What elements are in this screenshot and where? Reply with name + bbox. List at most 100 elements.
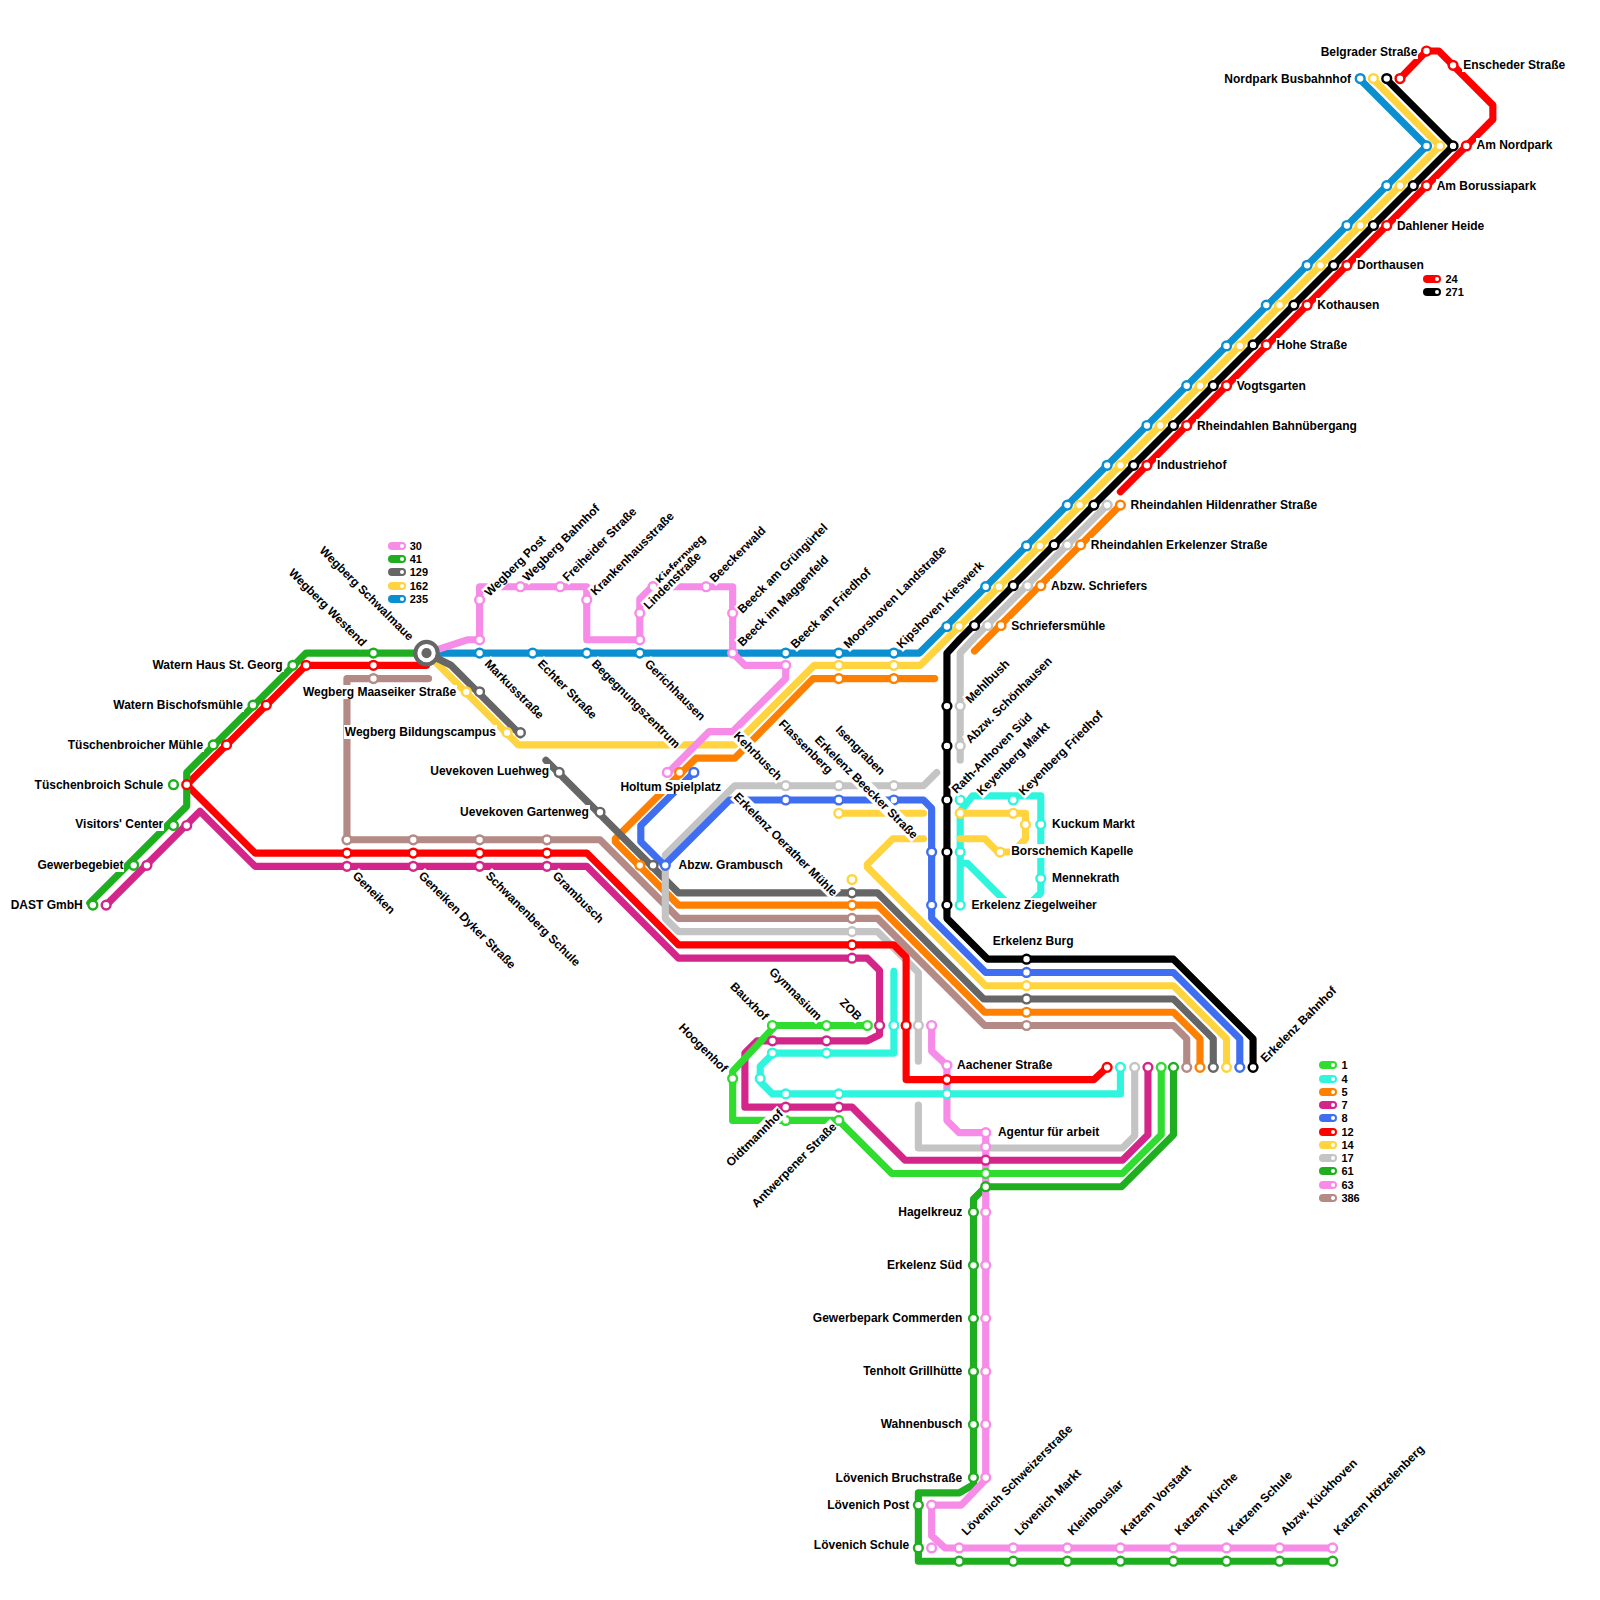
station-dot xyxy=(1369,74,1378,83)
station-dot xyxy=(1409,181,1418,190)
station-dot xyxy=(556,582,565,591)
station-dot xyxy=(543,849,552,858)
station-dot xyxy=(1369,221,1378,230)
route-line xyxy=(932,1026,1333,1548)
station-dot xyxy=(956,742,965,751)
station-label: Borschemich Kapelle xyxy=(1010,844,1134,858)
legend-swatch xyxy=(388,568,406,576)
station-dot xyxy=(914,1501,923,1510)
station-dot xyxy=(927,901,936,910)
station-dot xyxy=(1063,541,1072,550)
station-dot xyxy=(169,821,178,830)
station-label: Enscheder Straße xyxy=(1462,58,1566,72)
station-dot xyxy=(943,622,952,631)
station-dot xyxy=(369,674,378,683)
legend-swatch xyxy=(388,595,406,603)
station-dot xyxy=(956,702,965,711)
station-dot xyxy=(1103,461,1112,470)
station-dot xyxy=(981,1420,990,1429)
legend-swatch xyxy=(388,542,406,550)
route-line xyxy=(947,80,1453,1068)
station-dot xyxy=(969,1314,978,1323)
route-line xyxy=(1120,51,1492,492)
station-dot xyxy=(1063,1544,1072,1553)
station-label: Watern Haus St. Georg xyxy=(151,658,283,672)
station-dot xyxy=(1329,261,1338,270)
station-dot xyxy=(582,649,591,658)
station-dot xyxy=(475,635,484,644)
legend-dot xyxy=(1331,1103,1335,1107)
route-line xyxy=(187,665,1107,1079)
station-dot xyxy=(1116,1063,1125,1072)
station-dot xyxy=(1169,1063,1178,1072)
station-dot xyxy=(182,821,191,830)
station-dot xyxy=(969,1367,978,1376)
station-dot xyxy=(768,1036,777,1045)
station-dot xyxy=(848,927,857,936)
station-dot xyxy=(516,728,525,737)
station-dot xyxy=(1036,820,1045,829)
station-dot xyxy=(222,741,231,750)
station-dot xyxy=(1275,301,1284,310)
station-label: Lövenich Post xyxy=(826,1498,910,1512)
station-dot xyxy=(1156,421,1165,430)
station-dot xyxy=(1050,541,1059,550)
station-dot xyxy=(1089,501,1098,510)
legend-label: 386 xyxy=(1341,1192,1359,1204)
station-dot xyxy=(981,1208,990,1217)
station-dot xyxy=(1275,1544,1284,1553)
station-dot xyxy=(343,862,352,871)
station-dot xyxy=(995,582,1004,591)
station-dot xyxy=(1396,181,1405,190)
station-dot xyxy=(675,768,684,777)
station-dot xyxy=(1449,142,1458,151)
station-dot xyxy=(914,1544,923,1553)
station-dot xyxy=(409,835,418,844)
station-dot xyxy=(981,1169,990,1178)
legend-label: 63 xyxy=(1341,1179,1353,1191)
station-dot xyxy=(369,661,378,670)
station-dot xyxy=(1382,74,1391,83)
station-dot xyxy=(834,809,843,818)
station-dot xyxy=(1169,1544,1178,1553)
legend-swatch xyxy=(1319,1141,1337,1149)
station-dot xyxy=(1076,541,1085,550)
station-dot xyxy=(475,835,484,844)
station-dot xyxy=(943,848,952,857)
station-dot xyxy=(822,1036,831,1045)
station-label: Aachener Straße xyxy=(956,1058,1053,1072)
legend-label: 7 xyxy=(1341,1099,1347,1111)
station-label: Begegnungszentrum xyxy=(588,656,684,752)
station-dot xyxy=(169,780,178,789)
station-label: Tüschenbroich Schule xyxy=(34,778,165,792)
station-dot xyxy=(889,1021,898,1030)
station-dot xyxy=(834,674,843,683)
legend-dot xyxy=(1331,1116,1335,1120)
station-dot xyxy=(955,622,964,631)
station-dot xyxy=(834,1116,843,1125)
legend-label: 162 xyxy=(410,580,428,592)
station-label: Oidtmannhof xyxy=(722,1106,786,1170)
station-label: Wegberg Bildungscampus xyxy=(344,725,497,739)
station-label: Industriehof xyxy=(1156,458,1227,472)
station-dot xyxy=(249,701,258,710)
legend-label: 61 xyxy=(1341,1165,1353,1177)
legend-swatch xyxy=(1423,288,1441,296)
station-dot xyxy=(943,796,952,805)
station-label: Rheindahlen Bahnübergang xyxy=(1196,419,1358,433)
station-dot xyxy=(129,861,138,870)
station-dot xyxy=(834,796,843,805)
station-dot xyxy=(728,1074,737,1083)
station-dot xyxy=(981,1182,990,1191)
station-dot xyxy=(848,888,857,897)
legend-label: 17 xyxy=(1341,1152,1353,1164)
station-dot xyxy=(663,768,672,777)
station-dot xyxy=(1129,461,1138,470)
station-label: Erkelenz Bahnhof xyxy=(1257,983,1340,1066)
station-label: Gymnasium xyxy=(765,964,825,1024)
legend-swatch xyxy=(1319,1128,1337,1136)
station-dot xyxy=(943,901,952,910)
station-dot xyxy=(1103,1063,1112,1072)
